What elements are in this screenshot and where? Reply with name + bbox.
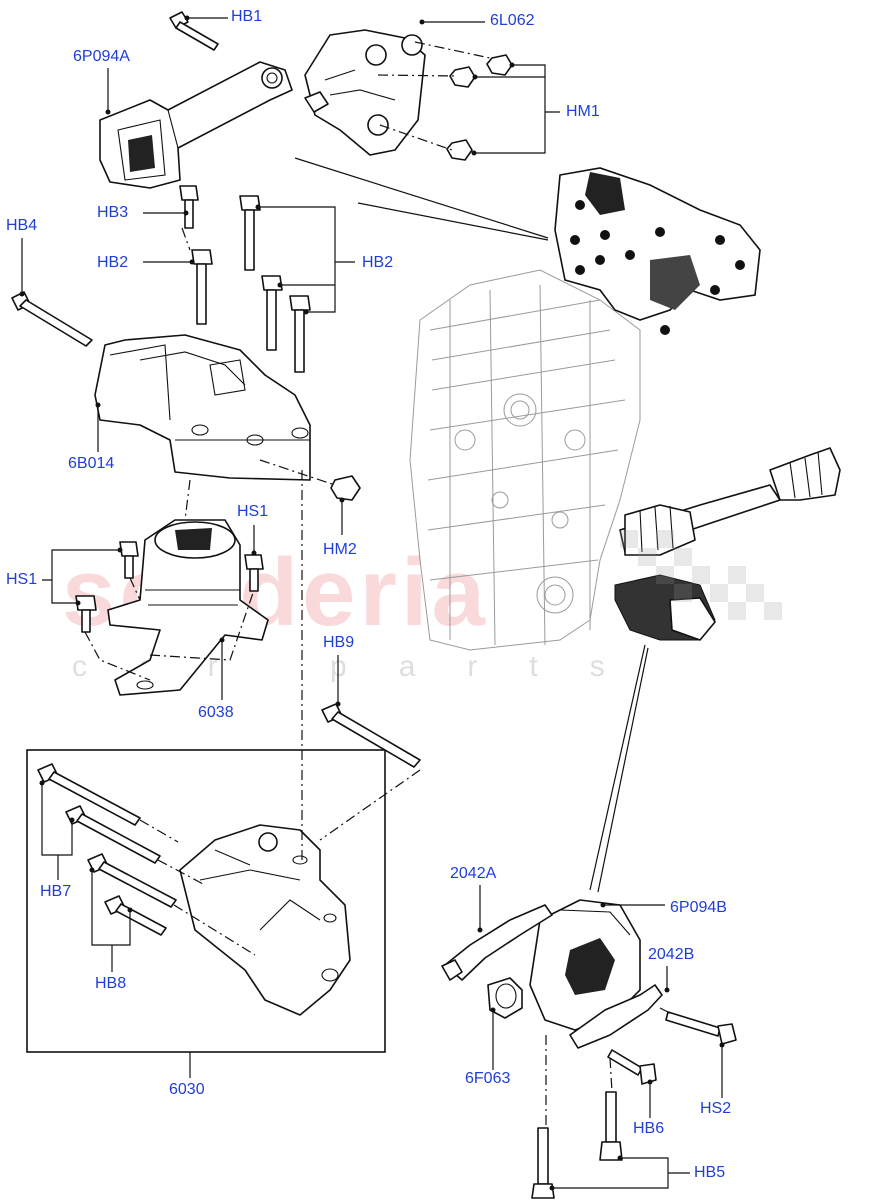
callout-HB8[interactable]: HB8 — [95, 975, 127, 992]
callout-6030[interactable]: 6030 — [169, 1081, 205, 1098]
part-6038-mount — [107, 519, 269, 696]
callout-HS2[interactable]: HS2 — [700, 1100, 732, 1117]
part-6P094B-mount — [529, 899, 641, 1031]
callout-HB2-right[interactable]: HB2 — [362, 254, 394, 271]
bolt-HB4 — [11, 291, 93, 347]
callout-6F063[interactable]: 6F063 — [465, 1070, 511, 1087]
part-6F063-bush — [487, 977, 523, 1019]
part-6L062-bracket — [304, 29, 426, 156]
bolt-HB6 — [607, 1049, 657, 1085]
callout-6P094A[interactable]: 6P094A — [73, 48, 130, 65]
callout-HB2-left[interactable]: HB2 — [97, 254, 129, 271]
center-lines — [84, 41, 669, 1128]
bolt-HB3 — [179, 185, 199, 229]
callout-2042B[interactable]: 2042B — [648, 946, 695, 963]
leader-lines — [19, 15, 725, 1191]
callout-HB9[interactable]: HB9 — [323, 634, 355, 651]
callout-HB4[interactable]: HB4 — [6, 217, 38, 234]
callout-HS1-left[interactable]: HS1 — [6, 571, 38, 588]
callout-HB6[interactable]: HB6 — [633, 1120, 665, 1137]
bolt-HB2-set — [191, 195, 311, 373]
part-2042B-arm — [569, 984, 663, 1049]
bolts-HS1 — [75, 541, 264, 633]
callout-HM2[interactable]: HM2 — [323, 541, 357, 558]
callout-HB7[interactable]: HB7 — [40, 883, 72, 900]
group-box-6030 — [26, 749, 386, 1053]
callout-HS1-right[interactable]: HS1 — [237, 503, 269, 520]
bolts-HB7 — [37, 763, 161, 864]
callout-HB3[interactable]: HB3 — [97, 204, 129, 221]
bolt-HS2 — [665, 1011, 737, 1045]
nuts-HM1 — [446, 54, 513, 161]
part-6P094A-torque-rod — [99, 61, 293, 189]
callout-HB5[interactable]: HB5 — [694, 1164, 726, 1181]
bolts-HB8 — [87, 853, 177, 936]
part-2042A-arm — [441, 904, 553, 981]
part-6030-bracket — [179, 824, 351, 1016]
callout-6B014[interactable]: 6B014 — [68, 455, 115, 472]
callout-6L062[interactable]: 6L062 — [490, 12, 535, 29]
callout-2042A[interactable]: 2042A — [450, 865, 497, 882]
nut-HM2 — [330, 475, 361, 501]
bolt-HB1 — [169, 11, 219, 51]
bolts-HB5 — [531, 1091, 623, 1199]
part-6B014-bracket — [94, 334, 311, 481]
callout-HM1[interactable]: HM1 — [566, 103, 600, 120]
bolt-HB9 — [321, 703, 421, 768]
callout-HB1[interactable]: HB1 — [231, 8, 263, 25]
callout-6P094B[interactable]: 6P094B — [670, 899, 727, 916]
engine-illustration — [409, 167, 841, 651]
callout-6038[interactable]: 6038 — [198, 704, 234, 721]
